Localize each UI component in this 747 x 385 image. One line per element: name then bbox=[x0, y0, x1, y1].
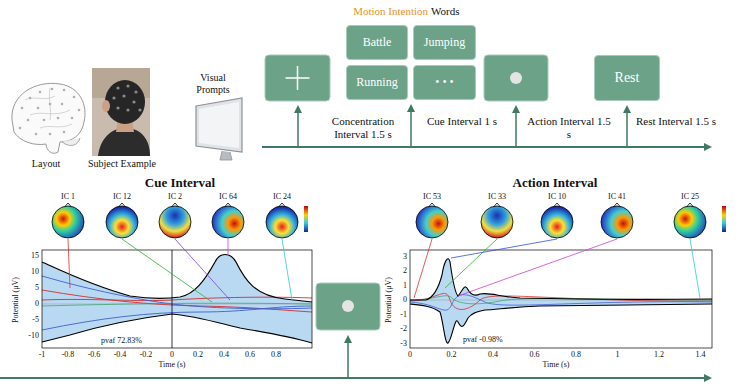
component-label: IC 41 bbox=[600, 192, 634, 201]
chart-title: Cue Interval bbox=[100, 176, 260, 191]
tick-label: 15 bbox=[16, 251, 39, 260]
tick-label: 0.4 bbox=[480, 350, 506, 359]
tick-label: 0 bbox=[394, 295, 407, 304]
group-heading: Words bbox=[431, 5, 475, 18]
tick-label: -5 bbox=[16, 315, 39, 324]
tick-label: 0.6 bbox=[237, 350, 263, 359]
component-label: IC 24 bbox=[265, 192, 299, 201]
tick-label: 10 bbox=[16, 267, 39, 276]
group-heading: Motion Intention bbox=[330, 5, 428, 18]
component-label: IC 33 bbox=[480, 192, 514, 201]
tick-label: 1.4 bbox=[688, 350, 714, 359]
tick-label: 0.8 bbox=[563, 350, 589, 359]
interval-label: Action Interval 1.5 s bbox=[524, 115, 614, 140]
tick-label: 0.2 bbox=[185, 350, 211, 359]
tick-label: -0.4 bbox=[107, 350, 133, 359]
word-box: • • • bbox=[413, 65, 476, 100]
image-caption: Subject Example bbox=[78, 158, 166, 170]
word-box: Rest bbox=[594, 55, 660, 101]
tick-label: -0.8 bbox=[55, 350, 81, 359]
axis-title: Time (s) bbox=[152, 360, 192, 369]
image-caption: Layout bbox=[18, 158, 74, 170]
tick-label: 0.8 bbox=[263, 350, 289, 359]
box-text: Battle bbox=[363, 35, 392, 50]
word-box: Battle bbox=[346, 25, 408, 60]
annotation: pvaf -0.98% bbox=[462, 335, 504, 344]
component-label: IC 53 bbox=[415, 192, 449, 201]
tick-label: 0 bbox=[159, 350, 185, 359]
tick-label: 2 bbox=[394, 266, 407, 275]
tick-label: 1.2 bbox=[646, 350, 672, 359]
tick-label: -1 bbox=[394, 310, 407, 319]
image-caption: Visual Prompts bbox=[186, 72, 240, 95]
tick-label: 0 bbox=[397, 350, 423, 359]
axis-title: Time (s) bbox=[536, 360, 576, 369]
tick-label: 0.2 bbox=[439, 350, 465, 359]
tick-label: 0 bbox=[16, 299, 39, 308]
tick-label: 0.6 bbox=[522, 350, 548, 359]
component-label: IC 12 bbox=[105, 192, 139, 201]
box-text: Jumping bbox=[424, 35, 465, 50]
erp-chart bbox=[410, 206, 726, 348]
interval-label: Concentration Interval 1.5 s bbox=[318, 115, 408, 140]
action-dot-box bbox=[316, 283, 380, 330]
tick-label: -2 bbox=[394, 324, 407, 333]
interval-label: Rest Interval 1.5 s bbox=[632, 115, 720, 128]
box-text: Running bbox=[356, 75, 397, 90]
axis-title: Potential (μV) bbox=[384, 260, 394, 340]
word-box: Running bbox=[346, 65, 408, 100]
topo-map bbox=[52, 203, 706, 238]
component-label: IC 25 bbox=[673, 192, 707, 201]
subject-photo bbox=[92, 68, 150, 156]
box-text: Rest bbox=[615, 70, 640, 86]
tick-label: 0.4 bbox=[211, 350, 237, 359]
action-dot-box bbox=[484, 55, 548, 101]
tick-label: 5 bbox=[16, 283, 39, 292]
interval-label: Cue Interval 1 s bbox=[424, 115, 500, 128]
tick-label: 3 bbox=[394, 252, 407, 261]
word-box: Jumping bbox=[413, 25, 476, 60]
fixation-box bbox=[265, 55, 330, 101]
tick-label: -1 bbox=[29, 350, 55, 359]
tick-label: 1 bbox=[605, 350, 631, 359]
monitor-icon bbox=[196, 98, 242, 160]
erp-chart bbox=[42, 206, 312, 348]
brain-layout bbox=[12, 83, 85, 153]
component-label: IC 2 bbox=[158, 192, 192, 201]
component-label: IC 1 bbox=[51, 192, 85, 201]
tick-label: -0.2 bbox=[133, 350, 159, 359]
box-text: • • • bbox=[435, 75, 454, 90]
tick-label: -0.6 bbox=[81, 350, 107, 359]
tick-label: -10 bbox=[16, 331, 39, 340]
component-label: IC 64 bbox=[211, 192, 245, 201]
tick-label: 1 bbox=[394, 281, 407, 290]
axis-title: Potential (μV) bbox=[11, 260, 21, 340]
component-label: IC 10 bbox=[540, 192, 574, 201]
timeline bbox=[0, 337, 710, 378]
chart-title: Action Interval bbox=[475, 176, 635, 191]
annotation: pvaf 72.83% bbox=[100, 336, 143, 345]
tick-label: -3 bbox=[394, 339, 407, 348]
